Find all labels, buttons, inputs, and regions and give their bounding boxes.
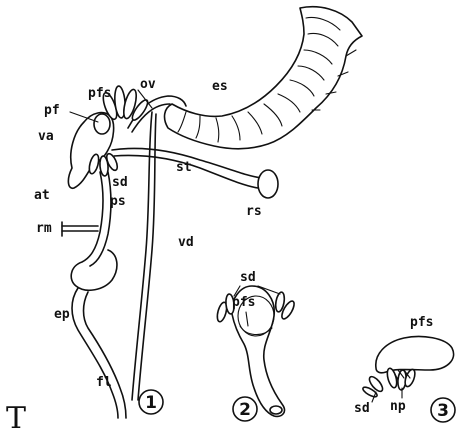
label-fig2-pfs: pfs [232, 295, 255, 310]
svg-text:2: 2 [239, 400, 251, 420]
label-st: st [176, 160, 192, 175]
figure-number-1: 1 [139, 390, 163, 414]
label-ep: ep [54, 307, 70, 322]
label-es: es [212, 79, 228, 94]
figure-3-drawing [362, 336, 454, 402]
label-fl: fl [96, 375, 112, 390]
figure-number-3: 3 [431, 398, 455, 422]
label-at: at [34, 188, 50, 203]
label-fig3-pfs: pfs [410, 315, 433, 330]
label-pfs: pfs [88, 86, 111, 101]
label-fig3-sd: sd [354, 401, 370, 416]
spermatheca-drawing [258, 170, 278, 198]
label-va: va [38, 129, 54, 144]
label-fig2-sd: sd [240, 270, 256, 285]
figure-2-drawing [216, 286, 297, 416]
label-vd: vd [178, 235, 194, 250]
egg-string-drawing [165, 7, 362, 149]
svg-text:3: 3 [437, 401, 449, 421]
label-pf: pf [44, 103, 60, 118]
epiphallus-drawing [72, 288, 118, 418]
figure-number-2: 2 [233, 397, 257, 421]
label-sd: sd [112, 175, 128, 190]
plate-letter: T [6, 401, 26, 436]
figure-1-drawing [62, 7, 362, 418]
label-ps: ps [110, 194, 126, 209]
label-ov: ov [140, 77, 156, 92]
label-rs: rs [246, 204, 262, 219]
svg-text:1: 1 [145, 393, 157, 413]
label-rm: rm [36, 221, 52, 236]
label-fig3-np: np [390, 399, 406, 414]
